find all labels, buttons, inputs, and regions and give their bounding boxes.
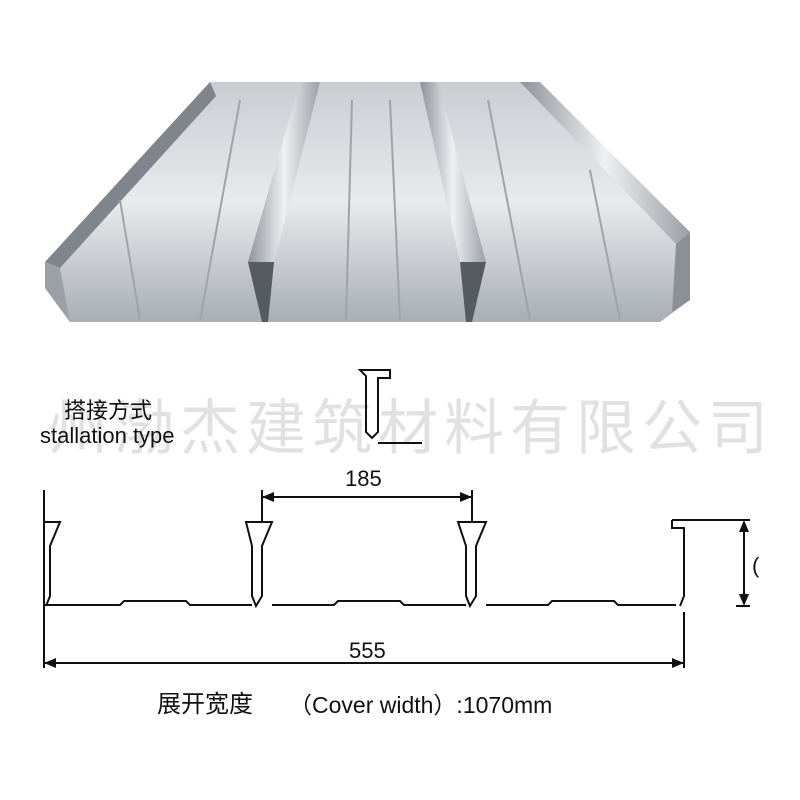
rib-spacing-dimension: 185 — [345, 466, 382, 491]
installation-type-label-cn: 搭接方式 — [64, 398, 153, 423]
height-dimension-partial: ( — [752, 553, 760, 578]
installation-type-symbol — [357, 369, 391, 440]
panel-span-dimension: 555 — [349, 638, 386, 663]
profile-outline — [44, 600, 676, 606]
installation-type-label-en: stallation type — [40, 423, 175, 448]
cover-width-label-cn: 展开宽度 — [157, 691, 253, 718]
cover-width-label-en: （Cover width）:1070mm — [289, 692, 553, 718]
